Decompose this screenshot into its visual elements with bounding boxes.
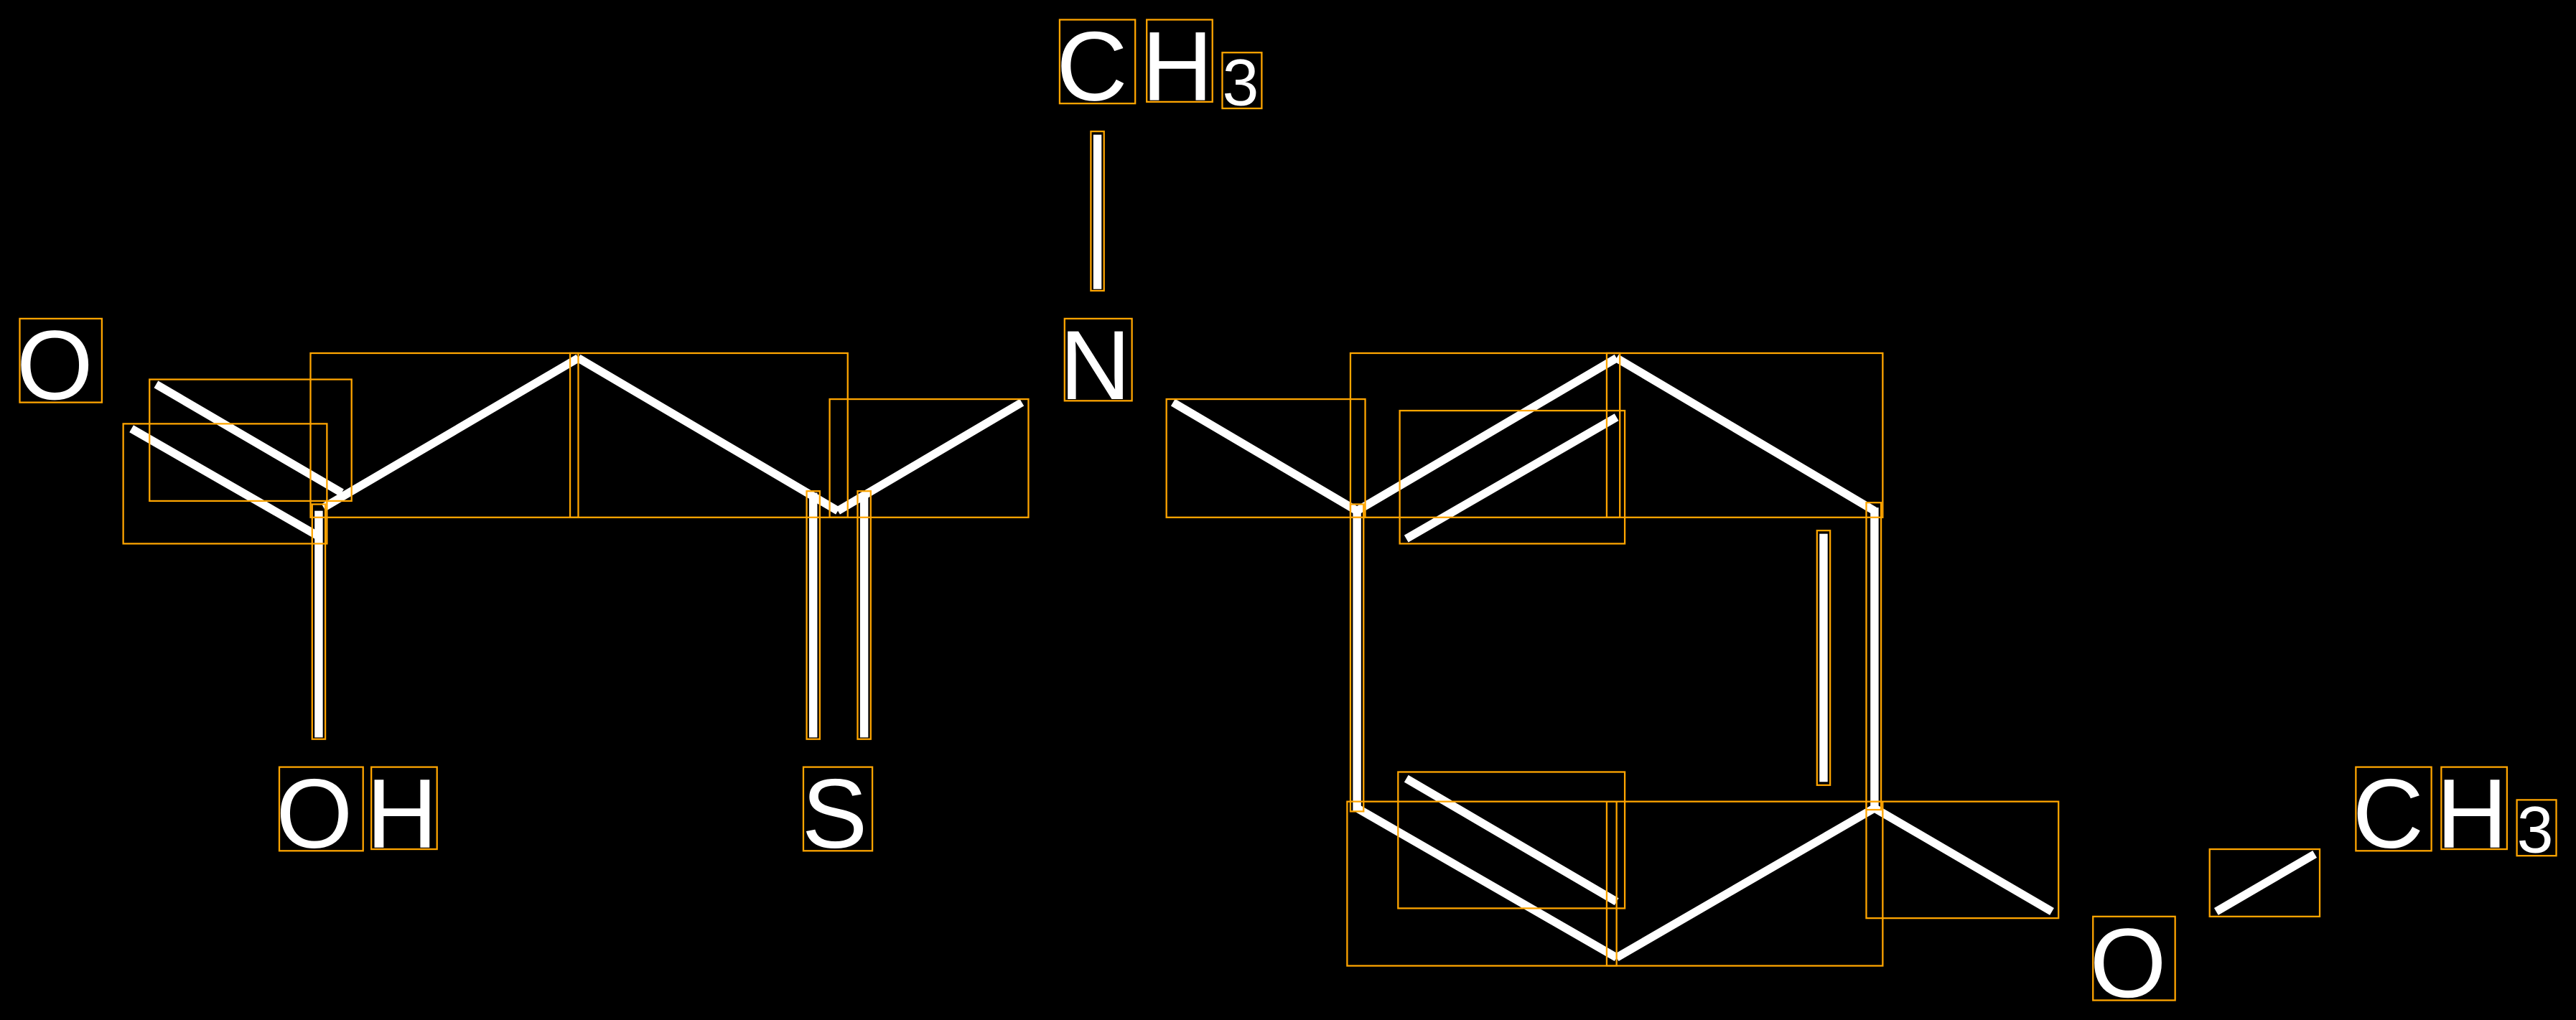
aryl-ether-bond bbox=[1872, 804, 2054, 915]
bbox-atom bbox=[2440, 766, 2509, 851]
bbox-atom bbox=[370, 766, 438, 851]
bonds bbox=[129, 134, 2318, 962]
bbox-bond bbox=[149, 378, 353, 502]
bbox-atom bbox=[2355, 766, 2432, 852]
atom-label-carbonyl-o: O bbox=[17, 311, 93, 421]
bbox-bond bbox=[1349, 352, 1621, 518]
bbox-bond bbox=[1090, 130, 1105, 292]
bbox-atom bbox=[1221, 52, 1263, 110]
bbox-bond bbox=[1605, 352, 1884, 518]
atom-label-thio-s: S bbox=[802, 759, 868, 869]
bbox-bond bbox=[311, 503, 327, 740]
atom-label-o-methyl-subscript: 3 bbox=[2517, 794, 2554, 867]
o-methyl-bond bbox=[2213, 850, 2318, 915]
bbox-bond bbox=[1165, 398, 1366, 518]
bbox-bond bbox=[857, 490, 872, 740]
atom-label-amine-n: N bbox=[1060, 311, 1131, 421]
bbox-bond bbox=[1346, 800, 1618, 967]
bbox-bond bbox=[1865, 800, 2060, 920]
atom-label-hydroxyl-h: H bbox=[366, 759, 437, 869]
bbox-bond bbox=[1605, 800, 1884, 967]
bbox-atom bbox=[802, 766, 874, 852]
carbonyl-double-bond-b bbox=[154, 380, 344, 497]
bbox-atom bbox=[1058, 19, 1137, 105]
bbox-bond bbox=[806, 490, 821, 740]
bbox-bond bbox=[569, 352, 849, 518]
bbox-bond bbox=[1399, 409, 1626, 545]
bbox-atom bbox=[19, 317, 103, 403]
carbonyl-double-bond-a bbox=[129, 425, 319, 539]
bounding-boxes bbox=[19, 19, 2557, 1001]
bbox-atom bbox=[1146, 19, 1213, 103]
n-aryl-bond bbox=[1170, 398, 1360, 515]
chain-bond-1 bbox=[321, 354, 581, 512]
bbox-bond bbox=[829, 398, 1030, 518]
bbox-bond bbox=[122, 423, 328, 545]
bbox-bond bbox=[1397, 771, 1626, 909]
bbox-bond bbox=[309, 352, 579, 518]
chain-bond-2 bbox=[576, 354, 840, 515]
bbox-atom bbox=[2092, 915, 2176, 1001]
chain-bond-3 bbox=[836, 398, 1025, 515]
labels: O O H S N C H 3 O C H 3 bbox=[17, 12, 2554, 1019]
bbox-bond bbox=[2208, 848, 2321, 917]
ring-bond-4 bbox=[1614, 804, 1877, 961]
atom-label-n-methyl-subscript: 3 bbox=[1222, 46, 1259, 119]
atom-label-n-methyl-h: H bbox=[1142, 12, 1213, 122]
ring-bond-5 bbox=[1355, 804, 1619, 962]
atom-label-ether-o: O bbox=[2090, 909, 2167, 1019]
atom-label-o-methyl-c: C bbox=[2353, 759, 2424, 869]
atom-label-o-methyl-h: H bbox=[2436, 759, 2507, 869]
bbox-atom bbox=[2516, 799, 2557, 857]
bbox-bond bbox=[1865, 502, 1882, 811]
ring-inner-bond-1 bbox=[1404, 413, 1619, 543]
ring-inner-bond-3 bbox=[1404, 775, 1619, 906]
bbox-bond bbox=[1349, 503, 1365, 813]
atom-label-hydroxyl-o: O bbox=[276, 759, 353, 869]
bbox-atom bbox=[278, 766, 364, 852]
bbox-atom bbox=[1063, 317, 1133, 402]
bbox-bond bbox=[1816, 529, 1831, 786]
atom-label-n-methyl-c: C bbox=[1056, 12, 1127, 122]
ring-bond-2 bbox=[1614, 354, 1877, 515]
